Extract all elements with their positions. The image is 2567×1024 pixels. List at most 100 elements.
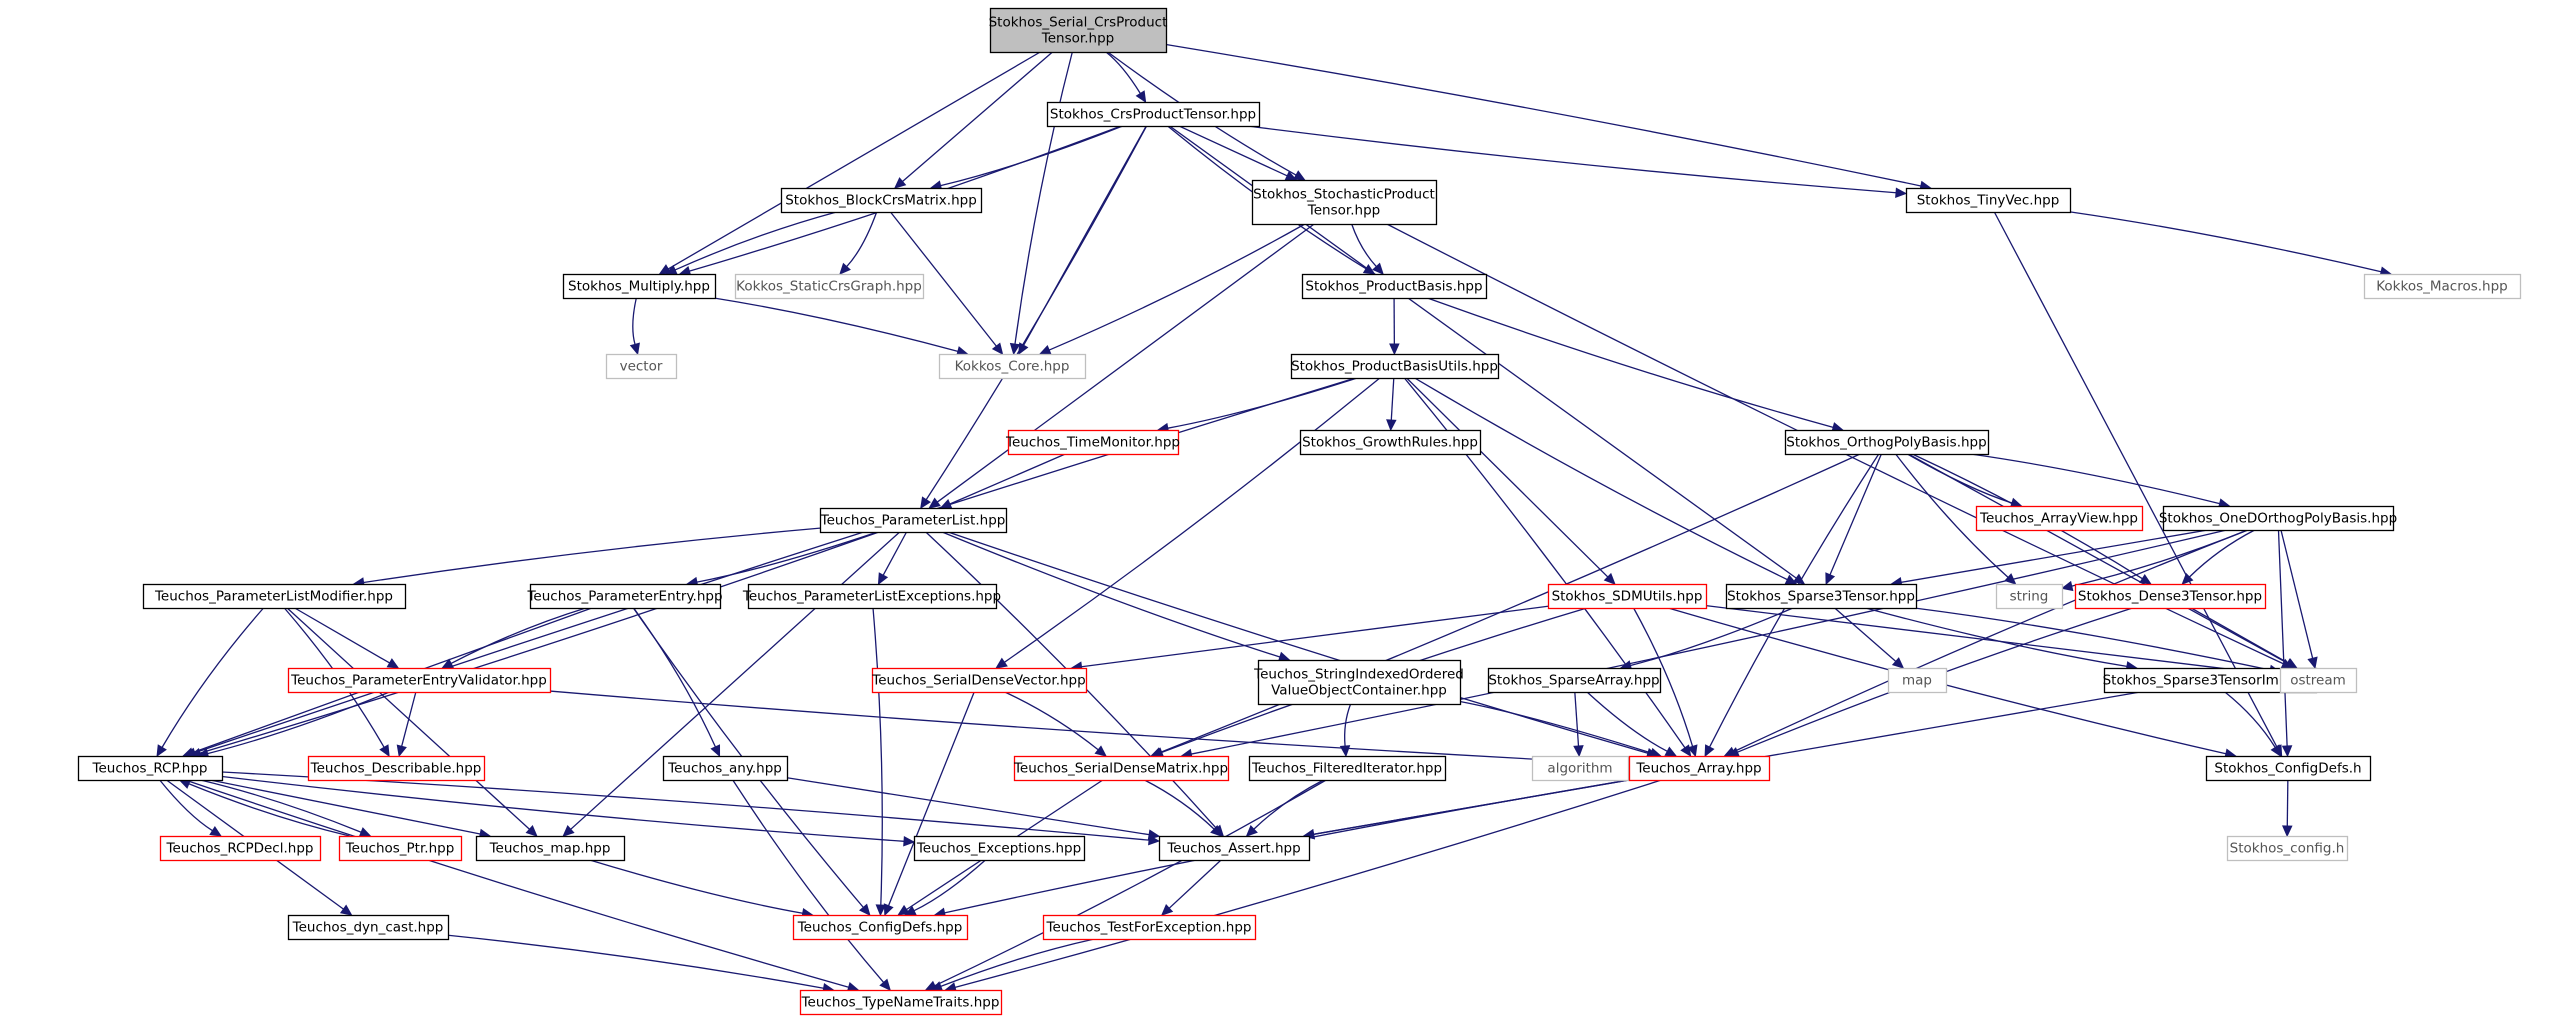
edge-line <box>1178 125 1288 177</box>
node-kokkos-core[interactable]: Kokkos_Core.hpp <box>938 353 1087 380</box>
node-stokhos-configdefs[interactable]: Stokhos_ConfigDefs.h <box>2205 755 2372 782</box>
arrowhead <box>1161 903 1174 916</box>
node-teuchos-dyn-cast[interactable]: Teuchos_dyn_cast.hpp <box>287 914 450 941</box>
edge-line <box>1105 51 1141 94</box>
arrowhead <box>995 657 1008 669</box>
node-stokhos-multiply[interactable]: Stokhos_Multiply.hpp <box>562 273 717 300</box>
node-stokhos-onedorthogpolybasis[interactable]: Stokhos_OneDOrthogPolyBasis.hpp <box>2159 505 2397 532</box>
edge-pevalid-to-describ <box>396 691 417 758</box>
node-teuchos-ptr[interactable]: Teuchos_Ptr.hpp <box>338 835 463 862</box>
edge-line <box>941 531 1281 658</box>
node-stokhos-productbasisutils[interactable]: Stokhos_ProductBasisUtils.hpp <box>1290 353 1500 380</box>
node-stokhos-sparse3tensor[interactable]: Stokhos_Sparse3Tensor.hpp <box>1725 583 1918 610</box>
node-teuchos-configdefs[interactable]: Teuchos_ConfigDefs.hpp <box>792 914 969 941</box>
edge-line <box>199 531 880 754</box>
arrowhead <box>1895 187 1908 198</box>
arrowhead <box>396 744 407 758</box>
node-label: Teuchos_ParameterListExceptions.hpp <box>742 589 1001 605</box>
node-stokhos-blockcrsmatrix[interactable]: Stokhos_BlockCrsMatrix.hpp <box>780 187 983 214</box>
node-teuchos-exceptions[interactable]: Teuchos_Exceptions.hpp <box>913 835 1086 862</box>
node-stokhos-tinyvec[interactable]: Stokhos_TinyVec.hpp <box>1905 187 2072 214</box>
node-teuchos-parameterlistmodifier[interactable]: Teuchos_ParameterListModifier.hpp <box>142 583 407 610</box>
edge-sparse3-to-ostream <box>1914 607 2282 676</box>
node-vector[interactable]: vector <box>605 353 678 380</box>
node-kokkos-staticcrsgraph[interactable]: Kokkos_StaticCrsGraph.hpp <box>734 273 925 300</box>
node-stokhos-growthrules[interactable]: Stokhos_GrowthRules.hpp <box>1299 429 1482 456</box>
node-teuchos-timemonitor[interactable]: Teuchos_TimeMonitor.hpp <box>1005 429 1180 456</box>
node-teuchos-map[interactable]: Teuchos_map.hpp <box>475 835 626 862</box>
node-stokhos-serial-crsproducttensor[interactable]: Stokhos_Serial_CrsProductTensor.hpp <box>989 7 1168 54</box>
edge-line <box>732 779 885 983</box>
node-label: Stokhos_OrthogPolyBasis.hpp <box>1786 435 1986 451</box>
node-teuchos-testforexception[interactable]: Teuchos_TestForException.hpp <box>1042 914 1257 941</box>
node-ostream[interactable]: ostream <box>2279 667 2358 694</box>
node-stokhos-orthogpolybasis[interactable]: Stokhos_OrthogPolyBasis.hpp <box>1784 429 1990 456</box>
arrowhead <box>2282 825 2293 838</box>
node-teuchos-parameterentry[interactable]: Teuchos_ParameterEntry.hpp <box>526 583 723 610</box>
node-teuchos-describable[interactable]: Teuchos_Describable.hpp <box>307 755 486 782</box>
edge-sivo-to-filtiter <box>1339 703 1352 758</box>
node-teuchos-assert[interactable]: Teuchos_Assert.hpp <box>1158 835 1311 862</box>
node-string[interactable]: string <box>1995 583 2064 610</box>
node-teuchos-stringindexedorderedvalueobjectcontainer[interactable]: Teuchos_StringIndexedOrderedValueObjectC… <box>1253 659 1464 706</box>
node-label: Stokhos_SparseArray.hpp <box>1488 673 1659 689</box>
node-teuchos-parameterlistexceptions[interactable]: Teuchos_ParameterListExceptions.hpp <box>742 583 1001 610</box>
edge-timemon-to-plist <box>939 453 1066 509</box>
edge-rcp-to-rcpdecl <box>159 779 222 837</box>
edge-line <box>194 377 1356 754</box>
edge-line <box>1168 859 1222 909</box>
node-box <box>1248 755 1447 782</box>
node-algorithm[interactable]: algorithm <box>1531 755 1630 782</box>
node-label: ValueObjectContainer.hpp <box>1271 683 1447 699</box>
node-box <box>562 273 717 300</box>
edge-line <box>286 607 530 830</box>
edge-sparsearr-to-algorithm <box>1573 691 1584 758</box>
edge-line <box>2069 211 2382 273</box>
arrowhead <box>991 342 1004 355</box>
edge-sivo-to-array <box>1459 700 1663 758</box>
node-stokhos-dense3tensor[interactable]: Stokhos_Dense3Tensor.hpp <box>2074 583 2267 610</box>
edge-line <box>1406 377 1609 578</box>
edge-testexc-to-typename <box>930 938 1095 992</box>
node-label: Stokhos_Dense3Tensor.hpp <box>2078 589 2262 605</box>
node-teuchos-any[interactable]: Teuchos_any.hpp <box>662 755 789 782</box>
node-box <box>475 835 626 862</box>
edge-line <box>713 297 959 353</box>
node-teuchos-rcpdecl[interactable]: Teuchos_RCPDecl.hpp <box>159 835 322 862</box>
edge-line <box>667 51 1041 270</box>
edge-line <box>1390 377 1395 421</box>
node-stokhos-productbasis[interactable]: Stokhos_ProductBasis.hpp <box>1301 273 1488 300</box>
node-teuchos-typenametraits[interactable]: Teuchos_TypeNameTraits.hpp <box>799 989 1003 1016</box>
edge-sparse3-to-map <box>1834 607 1905 669</box>
edge-array-to-typename <box>944 779 1662 993</box>
arrowhead <box>839 262 851 275</box>
node-teuchos-serialdensematrix[interactable]: Teuchos_SerialDenseMatrix.hpp <box>1013 755 1230 782</box>
edge-line <box>1014 51 1073 345</box>
edge-line <box>1160 453 1861 753</box>
node-teuchos-arrayview[interactable]: Teuchos_ArrayView.hpp <box>1975 505 2144 532</box>
node-label: Teuchos_RCP.hpp <box>92 761 208 777</box>
edge-line <box>949 453 1066 505</box>
edge-line <box>1970 453 2220 505</box>
node-stokhos-sparsearray[interactable]: Stokhos_SparseArray.hpp <box>1487 667 1662 694</box>
node-stokhos-config[interactable]: Stokhos_config.h <box>2226 835 2349 862</box>
edge-line <box>1165 43 1922 187</box>
node-teuchos-filterediterator[interactable]: Teuchos_FilteredIterator.hpp <box>1248 755 1447 782</box>
node-teuchos-parameterlist[interactable]: Teuchos_ParameterList.hpp <box>820 507 1008 534</box>
node-box <box>1995 583 2064 610</box>
edge-sparse3-to-sparsearr <box>1619 607 1794 671</box>
edge-crs-to-stoch <box>1178 125 1298 181</box>
node-kokkos-macros[interactable]: Kokkos_Macros.hpp <box>2363 273 2522 300</box>
node-teuchos-parameterentryvalidator[interactable]: Teuchos_ParameterEntryValidator.hpp <box>287 667 552 694</box>
node-teuchos-serialdensevector[interactable]: Teuchos_SerialDenseVector.hpp <box>871 667 1088 694</box>
node-map[interactable]: map <box>1887 667 1948 694</box>
node-teuchos-array[interactable]: Teuchos_Array.hpp <box>1628 755 1771 782</box>
arrowhead <box>879 978 891 991</box>
node-teuchos-rcp[interactable]: Teuchos_RCP.hpp <box>77 755 224 782</box>
node-stokhos-crsproducttensor[interactable]: Stokhos_CrsProductTensor.hpp <box>1046 101 1261 128</box>
node-stokhos-sdmutils[interactable]: Stokhos_SDMUtils.hpp <box>1547 583 1708 610</box>
arrowhead <box>1386 419 1397 432</box>
arrowhead <box>1389 343 1400 356</box>
